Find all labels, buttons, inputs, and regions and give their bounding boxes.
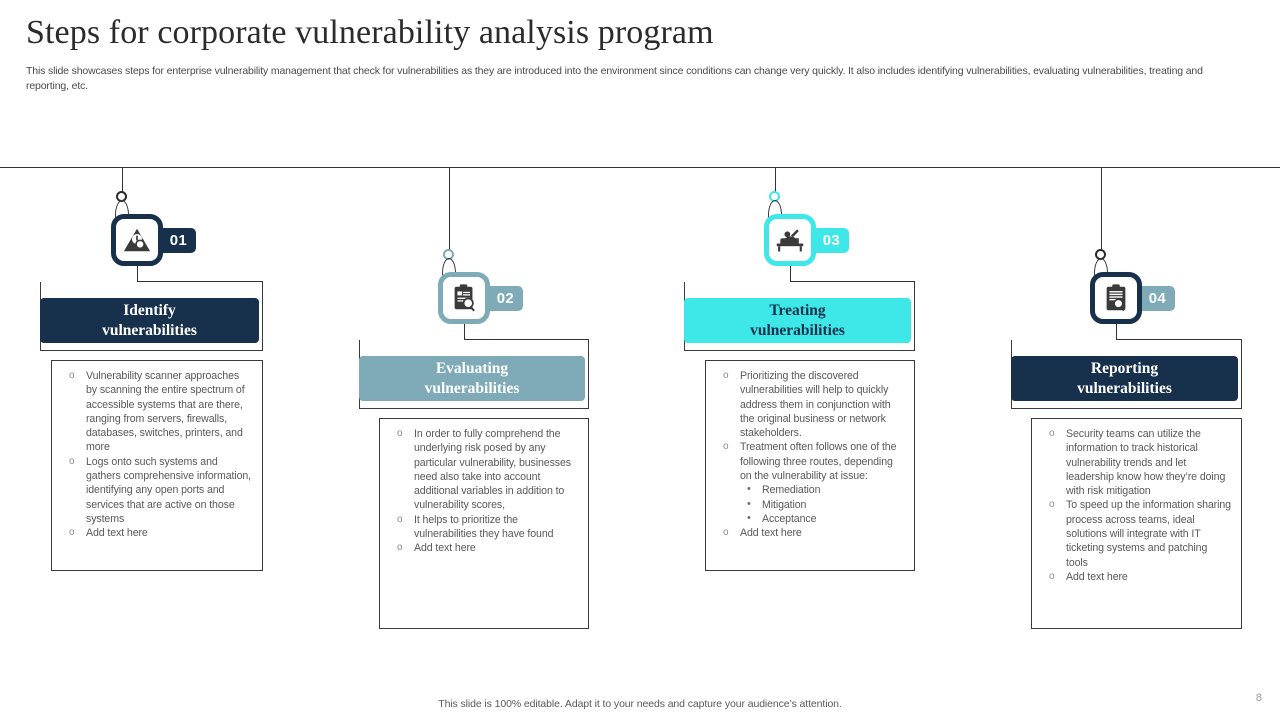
bullet-text: Add text here [414, 542, 476, 555]
bullet-sublist: RemediationMitigationAcceptance [740, 482, 904, 526]
step-title-line2: vulnerabilities [1077, 379, 1172, 397]
step-header-02: Evaluating vulnerabilities [359, 356, 585, 401]
step-icon-badge-03[interactable] [764, 214, 816, 266]
clipboard-report-magnifier-icon [1101, 283, 1131, 313]
step-body-03: Prioritizing the discovered vulnerabilit… [705, 360, 915, 571]
step-number-label: 04 [1148, 290, 1166, 307]
hanger-drop-line [448, 168, 450, 252]
connector-vertical-upper [137, 266, 139, 281]
bullet-text: Treatment often follows one of the follo… [740, 441, 897, 483]
connector-vertical-upper [790, 266, 792, 281]
page-number: 8 [1255, 692, 1262, 704]
step-title-line1: Reporting [1090, 359, 1159, 377]
bullet-text: In order to fully comprehend the underly… [414, 428, 571, 512]
step-header-04: Reporting vulnerabilities [1011, 356, 1238, 401]
warning-triangle-magnifier-icon [122, 225, 152, 255]
step-title-line1: Treating [769, 301, 826, 319]
step-title: Reporting vulnerabilities [1077, 359, 1172, 399]
clipboard-magnifier-icon [449, 283, 479, 313]
step-title-line1: Identify [123, 301, 176, 319]
step-number-label: 03 [822, 232, 840, 249]
bullet-item: To speed up the information sharing proc… [1040, 498, 1231, 569]
step-title: Evaluating vulnerabilities [425, 359, 520, 399]
bullet-text: Add text here [86, 527, 148, 540]
bullet-item: Add text here [388, 541, 578, 556]
connector-vertical-upper [464, 324, 466, 339]
page-subtitle: This slide showcases steps for enterpris… [26, 65, 1203, 92]
bullet-item: It helps to prioritize the vulnerabiliti… [388, 513, 578, 542]
step-bullet-list: Prioritizing the discovered vulnerabilit… [714, 369, 904, 541]
bullet-text: Logs onto such systems and gathers compr… [86, 455, 252, 525]
sub-bullet-item: Acceptance [740, 511, 904, 526]
step-number-label: 01 [169, 232, 187, 249]
bullet-item: Security teams can utilize the informati… [1040, 427, 1231, 498]
step-icon-badge-01[interactable] [111, 214, 163, 266]
hanger-drop-line [1100, 168, 1102, 252]
step-number-label: 02 [496, 290, 514, 307]
bullet-item: In order to fully comprehend the underly… [388, 427, 578, 513]
bullet-item: Add text here [1040, 570, 1231, 585]
timeline-rail [0, 167, 1280, 169]
bullet-item: Vulnerability scanner approaches by scan… [60, 369, 252, 455]
connector-vertical-upper [1116, 324, 1118, 339]
bullet-text: It helps to prioritize the vulnerabiliti… [414, 513, 554, 541]
step-header-01: Identify vulnerabilities [40, 298, 259, 343]
step-hanger-02 [434, 168, 464, 288]
footer-note: This slide is 100% editable. Adapt it to… [438, 698, 842, 710]
step-title: Identify vulnerabilities [102, 301, 197, 341]
treatment-bed-icon [775, 225, 805, 255]
step-body-02: In order to fully comprehend the underly… [379, 418, 589, 629]
step-icon-badge-04[interactable] [1090, 272, 1142, 324]
hanger-drop-line [774, 168, 776, 194]
step-bullet-list: Security teams can utilize the informati… [1040, 427, 1231, 585]
step-body-01: Vulnerability scanner approaches by scan… [51, 360, 263, 571]
step-title-line2: vulnerabilities [102, 321, 197, 339]
bullet-text: Add text here [1066, 570, 1128, 583]
step-title-line1: Evaluating [435, 359, 509, 377]
step-title-line2: vulnerabilities [750, 321, 845, 339]
step-icon-badge-02[interactable] [438, 272, 490, 324]
bullet-text: Vulnerability scanner approaches by scan… [86, 370, 245, 454]
step-title-line2: vulnerabilities [424, 379, 520, 397]
hanger-drop-line [121, 168, 123, 194]
step-hanger-04 [1086, 168, 1116, 288]
step-bullet-list: Vulnerability scanner approaches by scan… [60, 369, 252, 541]
sub-bullet-item: Mitigation [740, 497, 904, 512]
bullet-item: Prioritizing the discovered vulnerabilit… [714, 369, 904, 440]
step-body-04: Security teams can utilize the informati… [1031, 418, 1242, 629]
sub-bullet-item: Remediation [740, 482, 904, 497]
bullet-text: Add text here [740, 527, 802, 540]
bullet-text: To speed up the information sharing proc… [1066, 499, 1231, 569]
bullet-text: Prioritizing the discovered vulnerabilit… [740, 370, 891, 440]
bullet-item: Logs onto such systems and gathers compr… [60, 455, 252, 526]
bullet-text: Security teams can utilize the informati… [1066, 428, 1226, 498]
step-header-03: Treating vulnerabilities [684, 298, 911, 343]
page-title: Steps for corporate vulnerability analys… [26, 14, 714, 51]
bullet-item: Treatment often follows one of the follo… [714, 440, 904, 526]
step-bullet-list: In order to fully comprehend the underly… [388, 427, 578, 556]
bullet-item: Add text here [714, 526, 904, 541]
step-title: Treating vulnerabilities [750, 301, 845, 341]
bullet-item: Add text here [60, 526, 252, 541]
